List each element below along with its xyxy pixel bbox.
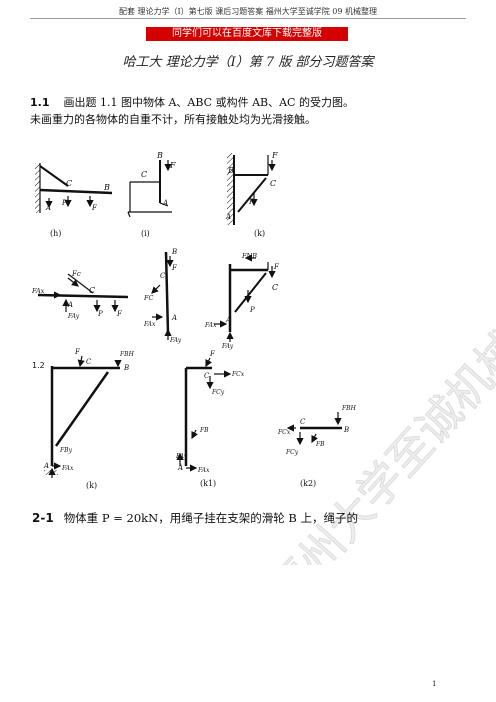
svg-text:A: A bbox=[225, 316, 231, 324]
svg-text:P: P bbox=[248, 198, 254, 206]
svg-text:P: P bbox=[61, 199, 67, 207]
svg-text:FBH: FBH bbox=[119, 351, 135, 358]
svg-text:P: P bbox=[249, 306, 255, 314]
svg-text:B: B bbox=[343, 426, 349, 434]
problem-2-text: 物体重 P = 20kN，用绳子挂在支架的滑轮 B 上，绳子的 bbox=[63, 511, 358, 525]
svg-text:B: B bbox=[227, 166, 234, 175]
svg-text:FB: FB bbox=[315, 441, 325, 448]
section-label: 1.2 bbox=[32, 361, 45, 370]
diagram-i: B F C A bbox=[127, 151, 176, 218]
svg-text:F: F bbox=[91, 204, 98, 212]
svg-text:F: F bbox=[171, 264, 178, 272]
svg-text:B: B bbox=[123, 364, 129, 372]
svg-text:C: C bbox=[204, 372, 210, 380]
problem-2: 2-1 物体重 P = 20kN，用绳子挂在支架的滑轮 B 上，绳子的 bbox=[32, 510, 358, 526]
problem-1-line1: 1.1 画出题 1.1 图中物体 A、ABC 或构件 AB、AC 的受力图。 bbox=[30, 94, 354, 110]
svg-text:C: C bbox=[270, 179, 276, 188]
svg-text:FAx: FAx bbox=[204, 322, 217, 329]
fbd-i: B F C FC A FAx FAy bbox=[143, 248, 182, 344]
page-number: 1 bbox=[432, 680, 437, 688]
svg-text:F: F bbox=[169, 161, 176, 170]
svg-text:C: C bbox=[160, 272, 166, 280]
svg-text:A: A bbox=[45, 204, 51, 212]
svg-text:F: F bbox=[209, 350, 216, 358]
svg-text:C: C bbox=[89, 286, 95, 295]
svg-text:FBH: FBH bbox=[341, 405, 357, 412]
page-header: 配套 理论力学（I）第七版 课后习题答案 福州大学至诚学院 09 机械整理 bbox=[118, 7, 378, 16]
svg-text:FAx: FAx bbox=[31, 287, 45, 295]
svg-text:FAy: FAy bbox=[221, 343, 234, 350]
header-rule bbox=[30, 18, 466, 19]
svg-text:A: A bbox=[43, 462, 49, 470]
svg-text:B: B bbox=[171, 248, 177, 256]
svg-text:A: A bbox=[162, 199, 168, 207]
problem-1-text: 画出题 1.1 图中物体 A、ABC 或构件 AB、AC 的受力图。 bbox=[63, 96, 354, 109]
svg-text:FCy: FCy bbox=[285, 449, 299, 456]
svg-text:F: F bbox=[273, 263, 280, 271]
svg-text:A: A bbox=[177, 464, 183, 472]
problem-1-number: 1.1 bbox=[30, 96, 50, 109]
svg-text:FC: FC bbox=[143, 294, 154, 302]
svg-text:FCx: FCx bbox=[231, 371, 245, 378]
svg-text:C: C bbox=[272, 283, 278, 292]
svg-text:FAy: FAy bbox=[67, 313, 80, 320]
svg-text:F: F bbox=[271, 151, 278, 160]
svg-text:FAx: FAx bbox=[197, 467, 210, 474]
svg-text:FAx: FAx bbox=[61, 465, 74, 472]
svg-text:C: C bbox=[300, 418, 306, 426]
svg-text:FB: FB bbox=[199, 427, 209, 434]
svg-text:FAy: FAy bbox=[169, 337, 182, 344]
svg-text:C: C bbox=[141, 170, 147, 179]
svg-text:C: C bbox=[86, 358, 92, 366]
svg-text:A: A bbox=[67, 301, 73, 309]
problem-1-line2: 未画重力的各物体的自重不计，所有接触处均为光滑接触。 bbox=[30, 113, 316, 126]
svg-text:P: P bbox=[97, 310, 103, 318]
download-banner[interactable]: 同学们可以在百度文库下载完整版 bbox=[146, 27, 348, 41]
caption-k2: (k2) bbox=[300, 479, 316, 488]
problem-2-number: 2-1 bbox=[32, 511, 54, 525]
diagram-k2: C FCx FCy FBH B FB bbox=[277, 405, 357, 456]
fbd-k: FNB F C P FAx A FAy bbox=[204, 252, 280, 350]
svg-text:B: B bbox=[103, 183, 110, 192]
caption-k1: (k1) bbox=[200, 479, 216, 488]
caption-k-top: (k) bbox=[254, 229, 265, 238]
diagram-k-bottom: F C FBH B FBy A FAx bbox=[43, 348, 135, 478]
document-title: 哈工大 理论力学（I）第 7 版 部分习题答案 bbox=[122, 55, 374, 70]
svg-text:FAy: FAy bbox=[175, 453, 188, 460]
svg-text:FAx: FAx bbox=[143, 321, 156, 328]
svg-text:A: A bbox=[171, 314, 177, 322]
svg-text:FNB: FNB bbox=[241, 252, 257, 260]
svg-text:A: A bbox=[225, 213, 231, 221]
diagram-k1: F C FCx FCy FB FAy A FAx bbox=[175, 350, 245, 474]
svg-text:F: F bbox=[74, 348, 81, 356]
fbd-h: Fc C FAx A FAy P F bbox=[31, 270, 129, 320]
diagram-h: C B A P F bbox=[35, 163, 113, 213]
svg-text:B: B bbox=[156, 151, 163, 160]
svg-text:FCy: FCy bbox=[211, 389, 225, 396]
svg-text:C: C bbox=[66, 179, 72, 188]
svg-text:F: F bbox=[116, 310, 123, 318]
svg-text:FBy: FBy bbox=[59, 447, 73, 454]
svg-text:Fc: Fc bbox=[71, 270, 81, 278]
svg-text:FCx: FCx bbox=[277, 429, 291, 436]
diagram-k-top: B F C P A bbox=[225, 151, 278, 225]
caption-h: (h) bbox=[50, 229, 61, 238]
caption-k-bottom: (k) bbox=[86, 481, 97, 490]
caption-i: (i) bbox=[141, 229, 150, 238]
